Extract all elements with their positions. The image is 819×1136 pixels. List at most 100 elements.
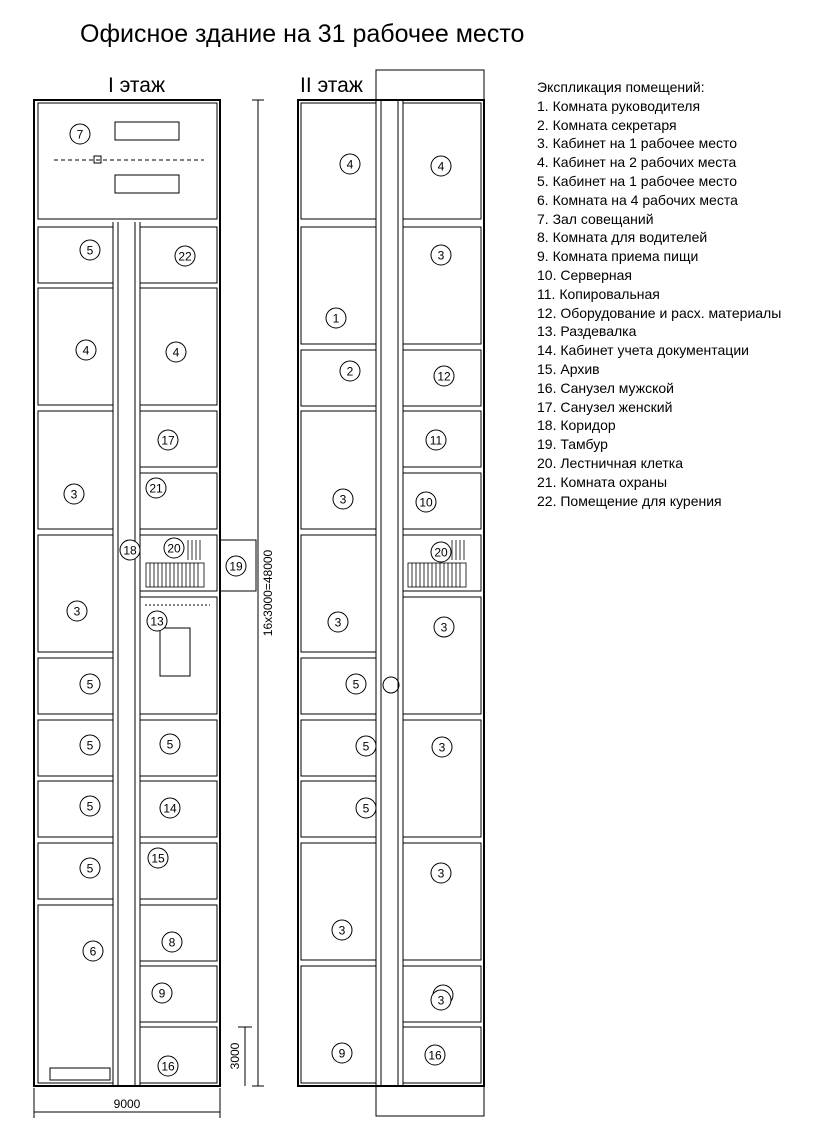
f1-room-3b [37,534,114,653]
room-number-circle [159,797,181,819]
f1-room-9 [139,965,218,1023]
f1-room-13 [139,596,218,715]
room-number: 20 [167,542,181,556]
room-number: 5 [353,678,360,692]
room-number-circle [339,153,361,175]
f1-room-15 [139,842,218,900]
floor-1-label: I этаж [108,74,166,97]
room-number: 10 [419,496,433,510]
room-number-circle [415,491,437,513]
room-number: 4 [173,346,180,360]
legend-item: 15. Архив [537,360,600,377]
f1-room-17 [139,410,218,468]
legend-item: 16. Санузел мужской [537,379,674,396]
room-number: 3 [438,994,445,1008]
room-number-circle [424,1044,446,1066]
room-number-circle [425,429,447,451]
f1-room-20 [139,534,218,592]
room-number: 15 [151,852,165,866]
room-number: 1 [333,312,340,326]
room-number-circle [163,537,185,559]
room-number: 19 [229,560,243,574]
room-number-circle [82,940,104,962]
room-number: 8 [169,936,176,950]
room-number-circle [430,862,452,884]
legend-item: 21. Комната охраны [537,473,668,490]
f1-room-5e [37,842,114,900]
room-number: 9 [159,987,166,1001]
f1-room-6 [37,904,114,1084]
room-number: 3 [340,493,347,507]
room-number: 16 [428,1049,442,1063]
f1-room-5a [37,226,114,284]
room-number: 5 [167,738,174,752]
room-number-circle [79,239,101,261]
room-number: 9 [339,1047,346,1061]
room-number-circle [79,673,101,695]
dimension-bay: 3000 [228,1042,242,1069]
room-number: 3 [339,924,346,938]
f1-room-4b [139,287,218,406]
room-number-circle [331,1042,353,1064]
room-number: 2 [347,365,354,379]
legend-item: 19. Тамбур [537,436,608,453]
room-number-circle [430,244,452,266]
legend-item: 2. Комната секретаря [537,116,677,133]
room-number-circle [63,483,85,505]
room-number: 12 [437,370,451,384]
room-number: 3 [439,741,446,755]
dimension-width: 9000 [114,1097,141,1111]
room-number: 3 [74,605,81,619]
room-number: 21 [149,482,163,496]
room-number-circle [430,989,452,1011]
legend-item: 6. Комната на 4 рабочих места [537,191,738,208]
room-number: 11 [430,434,443,448]
f1-room-21 [139,472,218,530]
f1-room-22 [139,226,218,284]
room-number: 3 [335,616,342,630]
room-number-circle [174,245,196,267]
room-number-circle [157,429,179,451]
room-number: 5 [363,740,370,754]
f1-room-7 [37,102,218,220]
room-number-circle [433,616,455,638]
room-number-circle [325,307,347,329]
f1-room-8 [139,904,218,962]
f1-room-16 [139,1026,218,1084]
room-number-circle [159,733,181,755]
room-number-circle [79,734,101,756]
room-number-circle [339,360,361,382]
room-number-circle [331,919,353,941]
legend-item: 1. Комната руководителя [537,97,701,114]
room-number-circle [147,847,169,869]
room-number: 13 [150,615,164,629]
room-number: 3 [438,249,445,263]
room-number: 3 [441,621,448,635]
room-number-circle [75,339,97,361]
room-number-circle [430,541,452,563]
room-number-circle [119,539,141,561]
room-number: 5 [87,800,94,814]
room-number: 4 [347,158,354,172]
room-number: 3 [71,488,78,502]
room-number: 14 [163,802,177,816]
legend-item: 22. Помещение для курения [537,492,722,509]
legend-item: 17. Санузел женский [537,398,673,415]
drawing-title: Офисное здание на 31 рабочее место [80,20,525,48]
room-number: 18 [123,544,137,558]
room-number-circle [161,931,183,953]
room-number-circle [146,610,168,632]
room-number: 20 [434,546,448,560]
room-number-circle [355,735,377,757]
legend-item: 14. Кабинет учета документации [537,342,749,359]
room-number-circle [225,555,247,577]
floor-2-outline [297,99,485,1087]
legend-item: 4. Кабинет на 2 рабочих места [537,154,737,171]
legend-item: 11. Копировальная [537,285,660,302]
legend-item: 10. Серверная [537,266,632,283]
room-number-circle [145,477,167,499]
floor-1-outline [33,99,221,1087]
legend-item: 18. Коридор [537,417,616,434]
room-number-circle [430,155,452,177]
